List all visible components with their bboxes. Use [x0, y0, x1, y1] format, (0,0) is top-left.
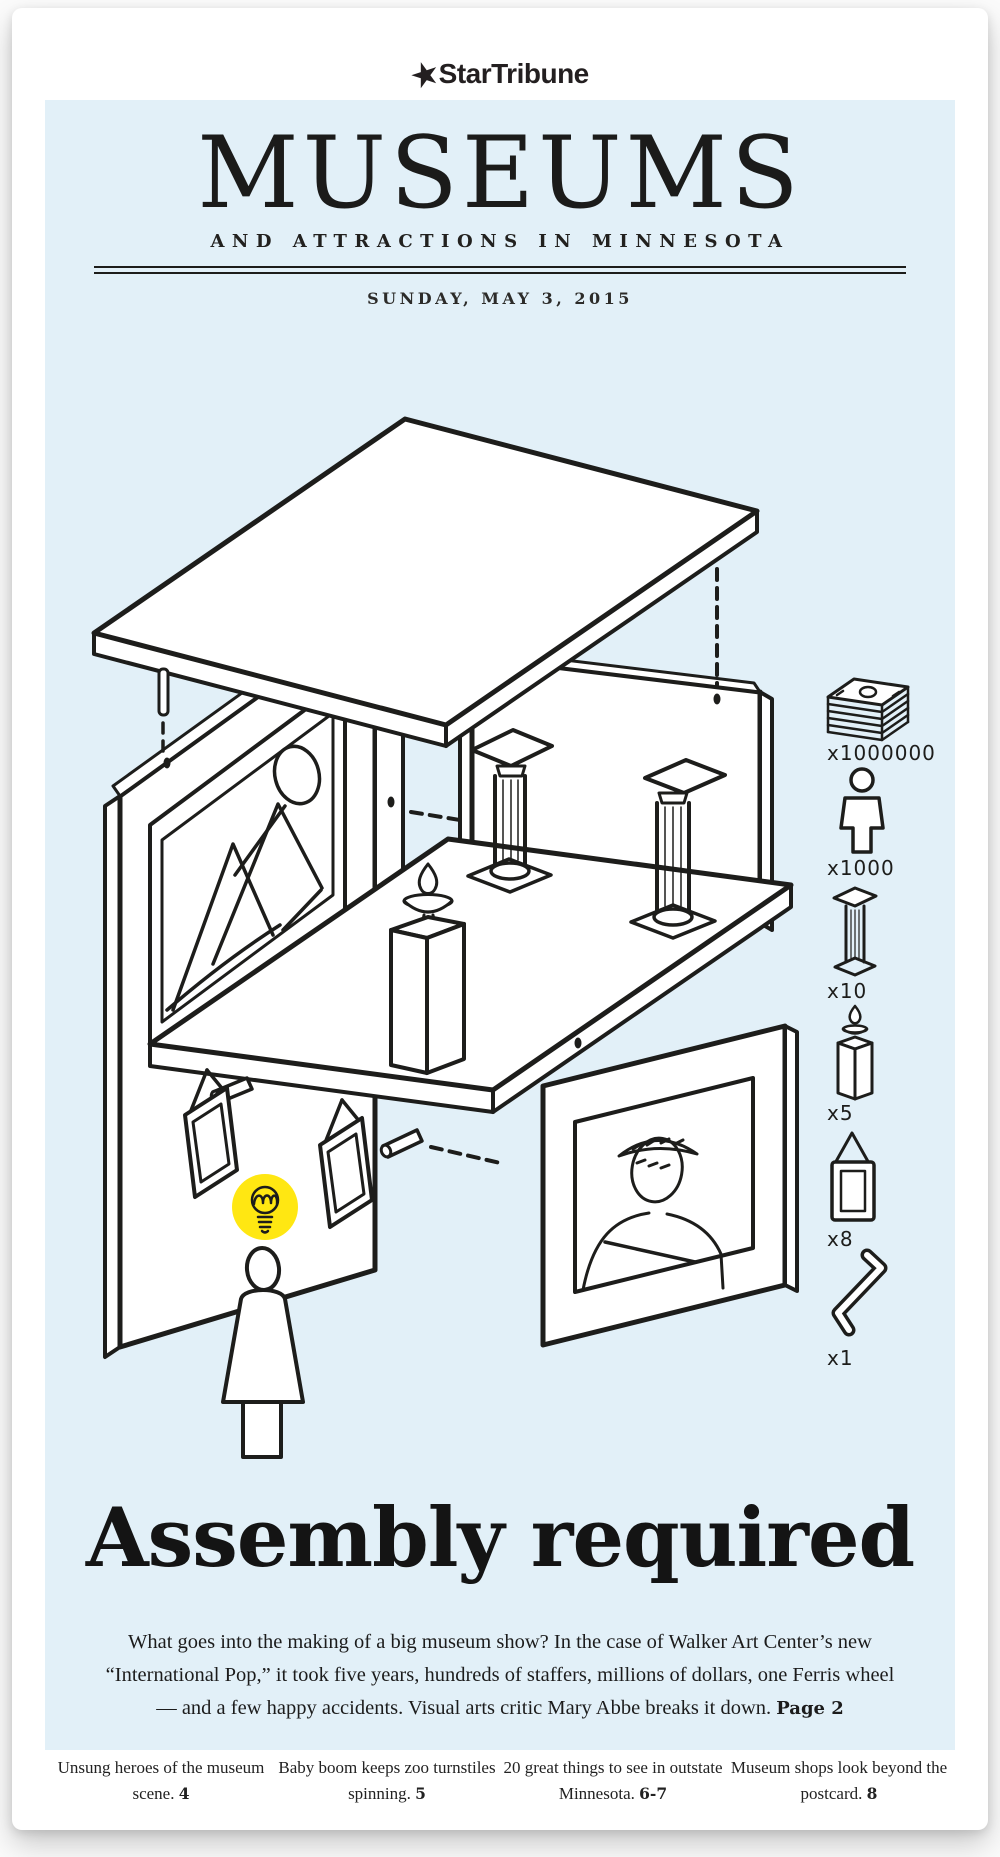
toga-sash — [603, 1240, 697, 1264]
page-reference: Page 2 — [776, 1697, 844, 1719]
painting-sun — [272, 744, 322, 806]
pedestal-icon — [836, 1004, 874, 1101]
dowel-hole — [574, 1037, 582, 1049]
teaser-item: Museum shops look beyond the postcard. 8 — [726, 1755, 952, 1806]
legend-label: x5 — [827, 1101, 854, 1125]
pedestal-urn — [389, 862, 466, 1075]
parts-legend: x1000000 x1000 x10 — [826, 677, 936, 1370]
blue-section-panel: MUSEUMS AND ATTRACTIONS IN MINNESOTA SUN… — [45, 100, 955, 1750]
legend-label: x1 — [827, 1346, 854, 1370]
teaser-page-number: 6-7 — [639, 1783, 668, 1803]
legend-label: x1000000 — [827, 741, 936, 765]
headline: Assembly required — [85, 1491, 915, 1586]
deck-text: What goes into the making of a big museu… — [100, 1626, 900, 1726]
date-line: SUNDAY, MAY 3, 2015 — [367, 289, 633, 308]
assembly-dash-line — [429, 1145, 502, 1165]
gallery-painting — [148, 678, 347, 1057]
masthead: MUSEUMS AND ATTRACTIONS IN MINNESOTA SUN… — [45, 100, 955, 308]
startribune-logo: ★StarTribune — [12, 56, 988, 96]
floor-platform — [147, 836, 794, 1114]
portrait-wall — [540, 1023, 799, 1348]
logo-text: StarTribune — [438, 58, 590, 89]
visitor-figure — [221, 1246, 305, 1459]
painting-mountain — [171, 842, 275, 1012]
teaser-item: Unsung heroes of the museum scene. 4 — [48, 1755, 274, 1806]
assembly-illustration: x1000000 x1000 x10 — [91, 416, 936, 1459]
section-title: MUSEUMS — [197, 116, 803, 231]
star-icon: ★ — [407, 55, 443, 96]
dowel-hole — [387, 796, 395, 808]
dowel-hole — [713, 693, 721, 705]
section-subtitle: AND ATTRACTIONS IN MINNESOTA — [210, 231, 790, 252]
ceiling-peg — [157, 667, 170, 717]
portrait-figure — [581, 1136, 725, 1292]
lightbulb-icon — [250, 1185, 280, 1234]
double-rule — [94, 266, 906, 274]
teaser-item: Baby boom keeps zoo turnstiles spinning.… — [274, 1755, 500, 1806]
dowel-hole — [163, 757, 171, 769]
teaser-page-number: 4 — [178, 1783, 190, 1803]
painting-mountain — [211, 802, 324, 966]
portrait-frame — [573, 1076, 755, 1294]
teaser-text: Baby boom keeps zoo turnstiles spinning. — [278, 1758, 496, 1803]
teaser-text: Museum shops look beyond the postcard. — [730, 1758, 948, 1803]
frame-icon — [830, 1131, 876, 1222]
column — [629, 758, 727, 940]
legend-label: x1000 — [827, 856, 895, 880]
teaser-text: 20 great things to see in outstate Minne… — [503, 1758, 723, 1803]
teaser-item: 20 great things to see in outstate Minne… — [500, 1755, 726, 1806]
legend-label: x10 — [827, 979, 867, 1003]
money-stack-icon — [826, 677, 910, 742]
hanging-frames — [183, 1068, 374, 1229]
teaser-page-number: 8 — [866, 1783, 878, 1803]
deck-body: What goes into the making of a big museu… — [105, 1630, 895, 1719]
ceiling-panel — [91, 416, 760, 769]
newspaper-front-page: ★StarTribune MUSEUMS AND ATTRACTIONS IN … — [12, 8, 988, 1830]
column-icon — [832, 886, 878, 977]
teaser-text: Unsung heroes of the museum scene. — [57, 1758, 265, 1803]
column — [466, 728, 554, 894]
bottom-teasers: Unsung heroes of the museum scene. 4 Bab… — [12, 1755, 988, 1806]
visitor-icon — [839, 767, 885, 854]
allen-key-icon — [831, 1248, 888, 1337]
teaser-page-number: 5 — [415, 1783, 426, 1803]
legend-label: x8 — [827, 1227, 854, 1251]
assembly-dash-line — [409, 810, 468, 823]
lightbulb-highlight — [232, 1174, 298, 1240]
